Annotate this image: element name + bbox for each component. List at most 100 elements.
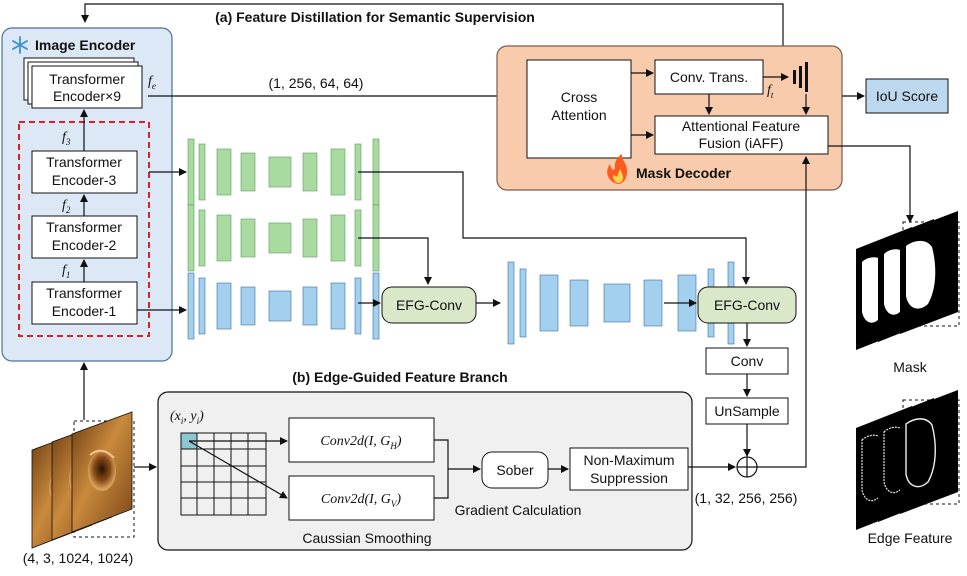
gaussian-smoothing-label: Caussian Smoothing [302,530,431,546]
f-e-symbol: fe [148,74,156,91]
blue-efg-bar [603,283,631,323]
iou-score-block [865,78,949,114]
edge-feature-output-stack [856,390,960,530]
f2-symbol: f2 [62,198,71,215]
blue-efg-bar [643,279,663,327]
blue-efg-bar [519,268,527,338]
distillation-feedback-arrow [81,3,784,68]
encoder-output-dim: (1, 256, 64, 64) [269,75,364,91]
title-feature-distillation: (a) Feature Distillation for Semantic Su… [215,9,535,25]
green-f3-bar [198,143,206,201]
conv2d-vertical-block [288,475,435,521]
feature-bars-f2 [187,204,380,272]
green-f3-bar [268,156,292,188]
pixel-grid [180,432,267,516]
blue-f1-bar [302,286,318,326]
title-edge-guided-branch: (b) Edge-Guided Feature Branch [292,369,507,385]
iaff-line1: Attentional Feature [682,118,801,134]
unsample-block [705,397,789,425]
encoder-2-line1: Transformer [46,219,122,235]
green-f3-bar [240,152,256,192]
snowflake-icon [12,36,28,54]
f1-symbol: f1 [62,263,70,280]
grid-to-conv-v-arrow [188,440,288,499]
efg-conv-2-label: EFG-Conv [714,297,780,313]
feature-bars-f3 [187,138,380,206]
blue-f1-bar [372,272,380,340]
iou-score-label: IoU Score [876,88,938,104]
green-f2-bar [187,204,195,272]
green-f2-bar [330,214,346,262]
blue-f1-bar [240,286,256,326]
conv2d-h-label: Conv2d(I, GH) [320,434,402,451]
image-encoder-label: Image Encoder [35,37,136,53]
feature-bars-efg [507,261,735,345]
sum-to-iaff-arrow [757,156,810,468]
transformer-encoder-1-block [31,281,138,325]
green-f2-bar [198,209,206,267]
f2-bars-to-efg-arrow [358,237,432,285]
efg-conv-block-1 [381,286,477,324]
conv2d-v-label: Conv2d(I, GV) [321,492,402,509]
blue-f1-bar [268,290,292,322]
encoder-2-line2: Encoder-2 [52,237,117,253]
input-endoscopy-images [31,411,135,549]
edge-feature-label: Edge Feature [868,530,953,546]
nms-line1: Non-Maximum [583,452,674,468]
encoder-3-line2: Encoder-3 [52,172,117,188]
unsample-label: UnSample [714,403,780,419]
transformer-encoder-x9-block [31,65,143,109]
green-f3-bar [330,148,346,196]
efg-conv-1-label: EFG-Conv [396,297,462,313]
f3-bars-to-efg2-arrow [358,171,750,285]
conv-label: Conv [731,353,764,369]
sober-block [481,451,549,489]
conv-block [705,347,789,375]
encoder-3-line1: Transformer [46,154,122,170]
edge-output-dim: (1, 32, 256, 256) [695,490,798,506]
feature-bars-f1 [187,272,380,340]
green-f2-bar [268,222,292,254]
encoder-x9-line2: Encoder×9 [53,88,121,104]
green-f2-bar [240,218,256,258]
f3-symbol: f3 [62,130,71,147]
iaff-line2: Fusion (iAFF) [699,135,784,151]
cross-attention-line1: Cross [561,89,598,105]
blue-f1-bar [198,277,206,335]
encoder-1-line1: Transformer [46,285,122,301]
cross-attention-block [526,59,632,159]
green-f2-bar [302,218,318,258]
blue-f1-bar [187,272,195,340]
conv-trans-label: Conv. Trans. [670,69,748,85]
blue-efg-bar [507,261,515,345]
blue-f1-bar [216,282,232,330]
iaff-block [654,115,829,155]
blue-efg-bar [569,279,589,327]
nms-line2: Suppression [590,470,668,486]
mask-output-stack [856,211,960,350]
mask-decoder-label: Mask Decoder [636,165,731,181]
sober-label: Sober [496,462,534,478]
blue-efg-bar [539,274,559,332]
mask-label: Mask [893,359,927,375]
element-wise-sum-node [736,456,758,478]
encoder-1-line2: Encoder-1 [52,303,117,319]
green-f3-bar [187,138,195,206]
input-dim-label: (4, 3, 1024, 1024) [23,550,134,566]
f-t-feature-bars [793,62,808,92]
transformer-encoder-3-block [31,150,138,194]
blue-f1-bar [330,282,346,330]
f-t-symbol: ft [767,83,774,100]
decoder-to-mask-arrow [828,145,914,223]
gradient-calculation-label: Gradient Calculation [455,502,582,518]
blue-f1-bar [354,277,362,335]
encoder-x9-line1: Transformer [49,71,125,87]
green-f3-bar [302,152,318,192]
green-f2-bar [216,214,232,262]
conv2d-horizontal-block [288,417,435,463]
non-maximum-suppression-block [569,447,689,491]
green-f3-bar [216,148,232,196]
flame-icon [607,154,628,184]
transformer-encoder-2-block [31,215,138,259]
